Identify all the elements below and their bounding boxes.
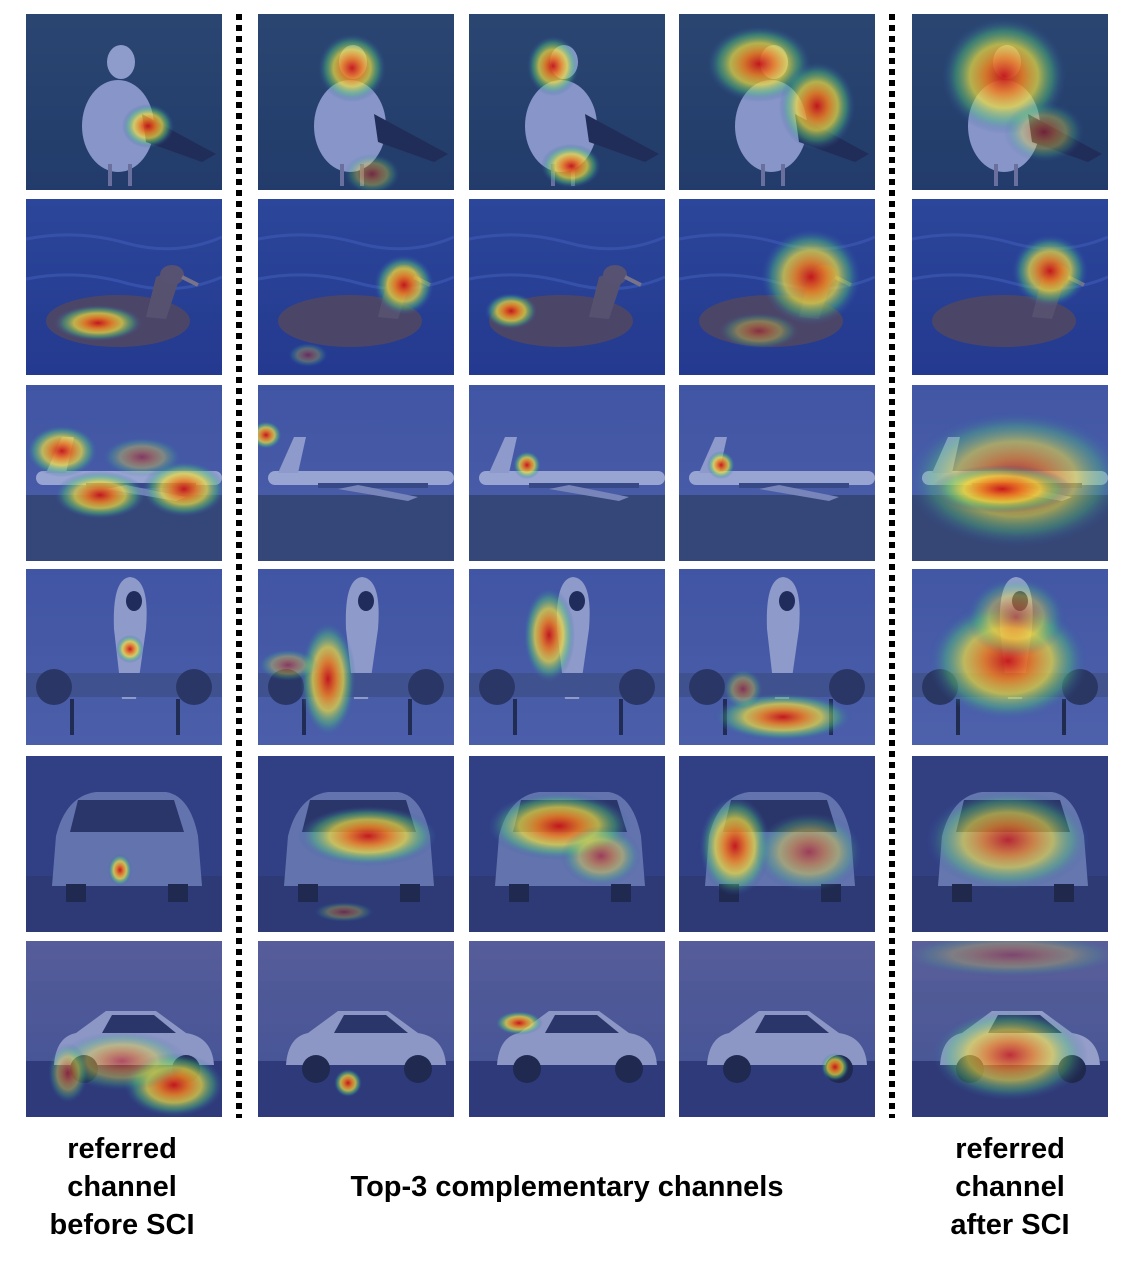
tile-plane-front-channel-3 — [679, 569, 875, 745]
tile-car-front-channel-2 — [469, 756, 665, 932]
tile-car-side-channel-2 — [469, 941, 665, 1117]
tile-bird-stand-channel-2 — [469, 14, 665, 190]
tile-plane-front-after-sci — [912, 569, 1108, 745]
tile-bird-swim-channel-2 — [469, 199, 665, 375]
tile-car-side-channel-1 — [258, 941, 454, 1117]
tile-car-front-channel-3 — [679, 756, 875, 932]
tile-bird-stand-before-sci — [26, 14, 222, 190]
caption-before-sci: referred channel before SCI — [49, 1133, 195, 1241]
tile-plane-side-channel-3 — [679, 385, 875, 561]
caption-after-sci: referred channel after SCI — [950, 1133, 1070, 1241]
tile-bird-swim-channel-3 — [679, 199, 875, 375]
tile-car-side-after-sci — [912, 941, 1108, 1117]
tile-plane-side-after-sci — [912, 385, 1108, 561]
tile-plane-side-channel-2 — [469, 385, 665, 561]
tile-plane-side-before-sci — [26, 385, 222, 561]
caption-complementary-channels: Top-3 complementary channels — [350, 1171, 784, 1203]
tile-car-front-before-sci — [26, 756, 222, 932]
tile-bird-stand-channel-3 — [679, 14, 875, 190]
tile-bird-swim-channel-1 — [258, 199, 454, 375]
tile-plane-front-before-sci — [26, 569, 222, 745]
tile-plane-front-channel-2 — [469, 569, 665, 745]
tile-car-front-channel-1 — [258, 756, 454, 932]
tile-car-side-before-sci — [26, 941, 222, 1117]
tile-car-side-channel-3 — [679, 941, 875, 1117]
tile-plane-front-channel-1 — [258, 569, 454, 745]
tile-bird-stand-after-sci — [912, 14, 1108, 190]
divider-right — [889, 14, 895, 1118]
tile-car-front-after-sci — [912, 756, 1108, 932]
divider-left — [236, 14, 242, 1118]
tile-bird-stand-channel-1 — [258, 14, 454, 190]
tile-plane-side-channel-1 — [258, 385, 454, 561]
tile-bird-swim-before-sci — [26, 199, 222, 375]
tile-bird-swim-after-sci — [912, 199, 1108, 375]
